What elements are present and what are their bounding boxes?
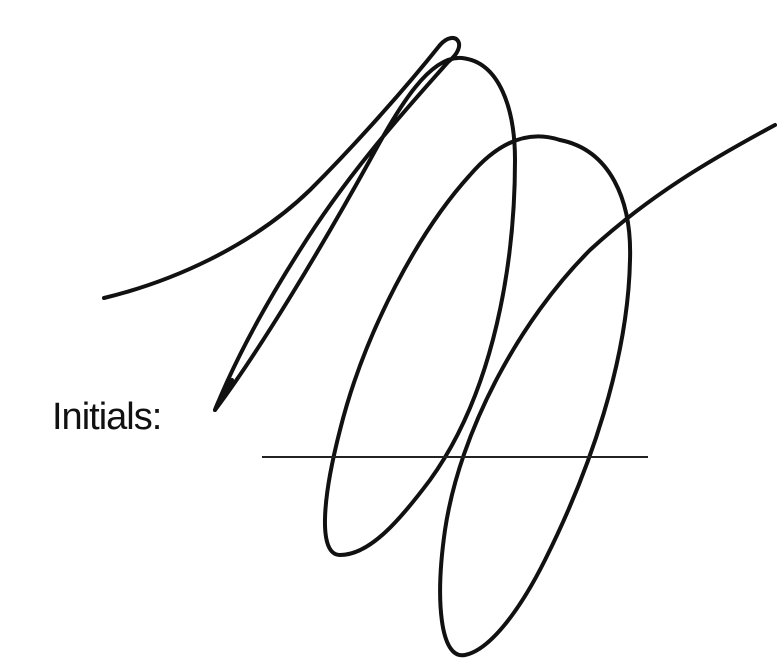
signature-base-hook [213,378,234,412]
signature-entry-stroke [102,43,442,300]
initials-signature-line [262,456,648,458]
initials-label: Initials: [52,396,162,438]
signature-second-loop [438,123,777,658]
signature-first-loop [213,36,562,557]
